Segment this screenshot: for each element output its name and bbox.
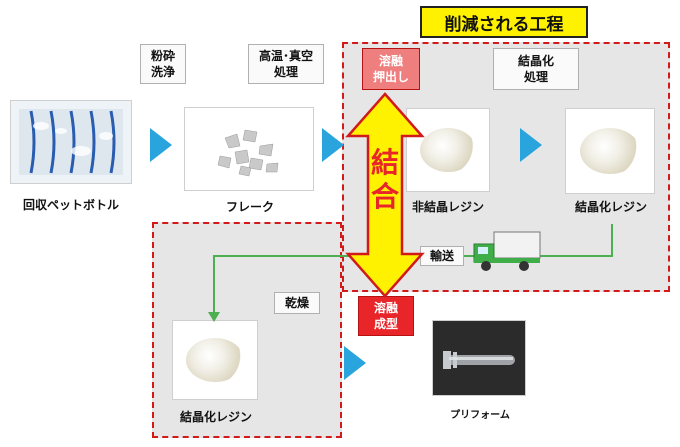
flow-arrow-1 [150,128,172,162]
join-label: 結合 [370,146,399,213]
vacuum-step-label: 高温･真空 処理 [248,44,324,84]
pellets-crystal-bottom [186,334,244,386]
crystal-resin-bottom-caption: 結晶化レジン [179,410,252,424]
preform-photo [432,320,526,396]
truck-icon [472,228,542,272]
flakes-caption: フレーク [225,200,274,214]
melt-extrude-step-label: 溶融 押出し [362,48,420,90]
crystal-resin-top-caption: 結晶化レジン [574,200,647,214]
flow-arrow-2 [322,128,344,162]
join-double-arrow [345,92,425,298]
bottles-photo [10,100,132,184]
transport-label: 輸送 [420,246,464,266]
pellets-crystal-top [580,122,640,178]
bottles-caption: 回収ペットボトル [22,198,119,212]
flakes-photo [184,107,314,191]
eliminated-steps-banner: 削減される工程 [420,6,588,38]
crystallize-step-label: 結晶化 処理 [493,48,579,90]
amorphous-resin-caption: 非結晶レジン [411,200,484,214]
flow-arrow-4 [344,346,366,380]
wash-step-label: 粉砕 洗浄 [140,44,186,84]
dry-step-label: 乾燥 [274,292,320,314]
pellets-amorphous [420,122,476,176]
flow-arrow-3 [520,128,542,162]
melt-mold-step-label: 溶融 成型 [358,296,414,336]
preform-caption: プリフォーム [450,410,510,421]
